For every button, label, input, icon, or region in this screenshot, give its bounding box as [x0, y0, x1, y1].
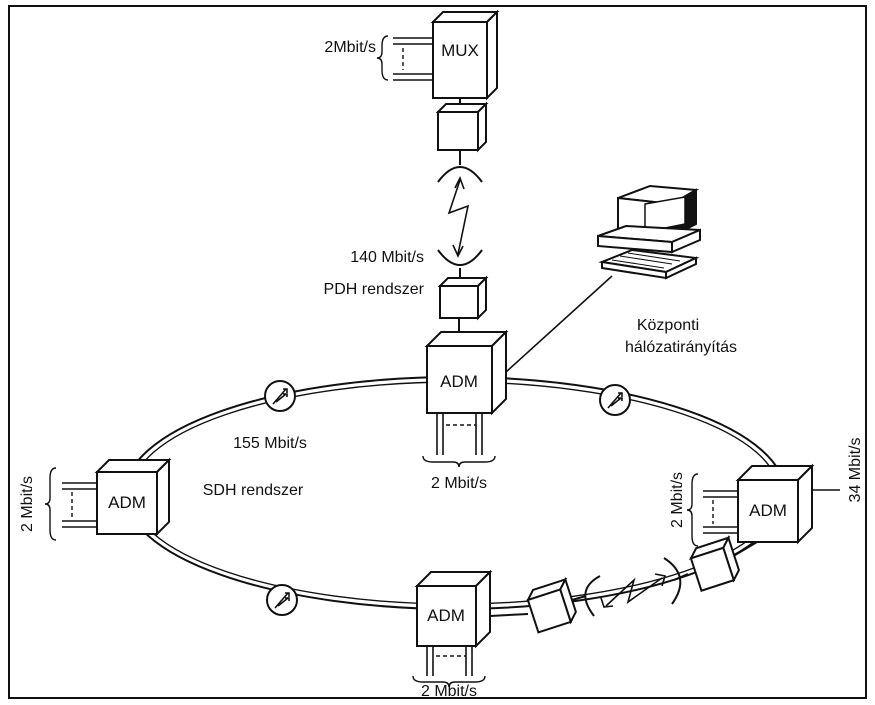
regenerator-top-right-icon — [599, 384, 631, 416]
adm-left-rate-label: 2 Mbit/s — [19, 476, 36, 532]
adm-left-label: ADM — [108, 493, 146, 512]
antenna-left-icon — [584, 575, 601, 617]
regenerator-bottom-left-icon — [266, 584, 298, 616]
management-link — [505, 275, 613, 373]
sdh-system-label: SDH rendszer — [203, 482, 304, 499]
sdh-rate-label: 155 Mbit/s — [233, 435, 307, 452]
adm-top-box: ADM 2 Mbit/s — [422, 329, 509, 492]
adm-right-rate-label: 2 Mbit/s — [669, 472, 686, 528]
pdh-rate-label: 140 Mbit/s — [350, 249, 424, 266]
mux-label: MUX — [441, 41, 479, 60]
radio-terminal-right — [688, 535, 740, 592]
central-mgmt-label-2: hálózatirányítás — [625, 339, 737, 356]
radio-terminal-left — [525, 576, 577, 634]
central-management-computer-icon — [597, 184, 701, 280]
adm-left-box: ADM 2 Mbit/s — [19, 457, 172, 541]
central-mgmt-label-1: Központi — [637, 317, 699, 334]
mux-box: MUX 2Mbit/s — [324, 9, 500, 101]
adm-top-label: ADM — [440, 372, 478, 391]
adm-right-extra-rate-label: 34 Mbit/s — [847, 438, 864, 503]
diagram-frame — [8, 5, 867, 699]
adm-right-label: ADM — [749, 501, 787, 520]
adm-bottom-box: ADM 2 Mbit/s — [412, 569, 493, 700]
pdh-box — [437, 275, 489, 321]
antenna-right-icon — [663, 557, 682, 605]
radio-link-vertical — [447, 175, 470, 258]
mux-rate-label: 2Mbit/s — [324, 39, 376, 56]
adm-right-box: ADM 2 Mbit/s 34 Mbit/s — [669, 438, 864, 547]
radio-link-horizontal — [600, 573, 667, 608]
adm-bottom-label: ADM — [427, 606, 465, 625]
antenna-bottom-icon — [437, 249, 483, 266]
pdh-system-label: PDH rendszer — [324, 281, 425, 298]
radio-terminal-top — [435, 101, 489, 153]
adm-bottom-rate-label: 2 Mbit/s — [421, 683, 477, 700]
antenna-top-icon — [437, 166, 483, 183]
regenerator-top-left-icon — [264, 380, 296, 412]
adm-top-rate-label: 2 Mbit/s — [431, 475, 487, 492]
